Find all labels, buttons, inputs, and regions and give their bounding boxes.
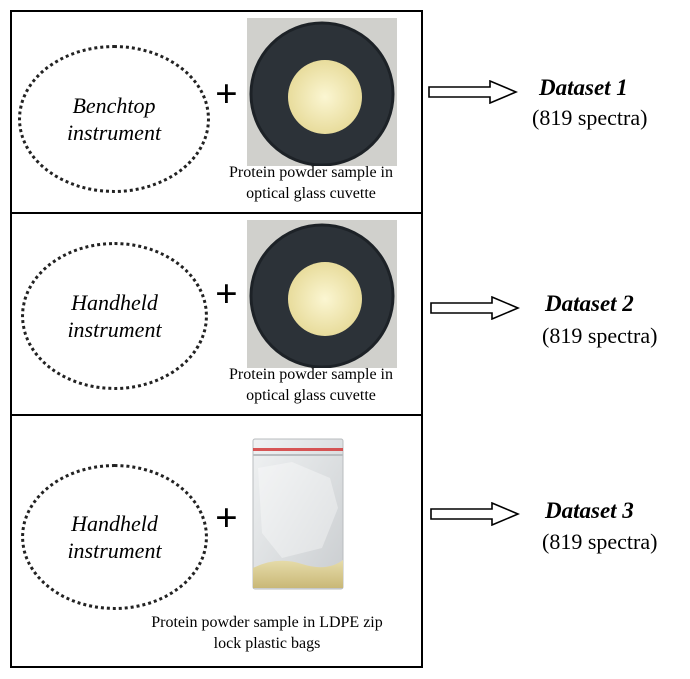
sample-caption: Protein powder sample in LDPE zip lock p… <box>151 614 383 652</box>
cuvette-photo <box>247 220 397 368</box>
panel-benchtop-cuvette: Benchtop instrument + Protein powder sam… <box>10 10 423 214</box>
dataset-count: (819 spectra) <box>542 323 658 348</box>
instrument-ellipse: Handheld instrument <box>21 464 208 610</box>
sample-caption: Protein powder sample in optical glass c… <box>229 366 393 404</box>
dataset-count: (819 spectra) <box>532 105 648 130</box>
arrow-right-icon <box>430 502 520 526</box>
plus-sign: + <box>215 71 238 116</box>
zip-bag-photo <box>252 438 344 590</box>
dataset-title: Dataset 1 <box>539 75 628 100</box>
instrument-ellipse: Handheld instrument <box>21 242 208 390</box>
dataset-count: (819 spectra) <box>542 529 658 554</box>
instrument-label: Handheld instrument <box>67 290 162 342</box>
sample-caption: Protein powder sample in optical glass c… <box>229 164 393 202</box>
cuvette-photo <box>247 18 397 166</box>
dataset-title: Dataset 3 <box>545 498 634 523</box>
instrument-label: Handheld instrument <box>67 511 162 563</box>
panel-handheld-zip-bag: Handheld instrument + Protein powder sam… <box>10 414 423 668</box>
instrument-label: Benchtop instrument <box>66 93 162 145</box>
plus-sign: + <box>215 271 238 316</box>
arrow-right-icon <box>430 296 520 320</box>
instrument-ellipse: Benchtop instrument <box>18 45 210 193</box>
plus-sign: + <box>215 495 238 540</box>
arrow-right-icon <box>428 80 518 104</box>
dataset-title: Dataset 2 <box>545 291 634 316</box>
panel-handheld-cuvette: Handheld instrument + Protein powder sam… <box>10 212 423 416</box>
